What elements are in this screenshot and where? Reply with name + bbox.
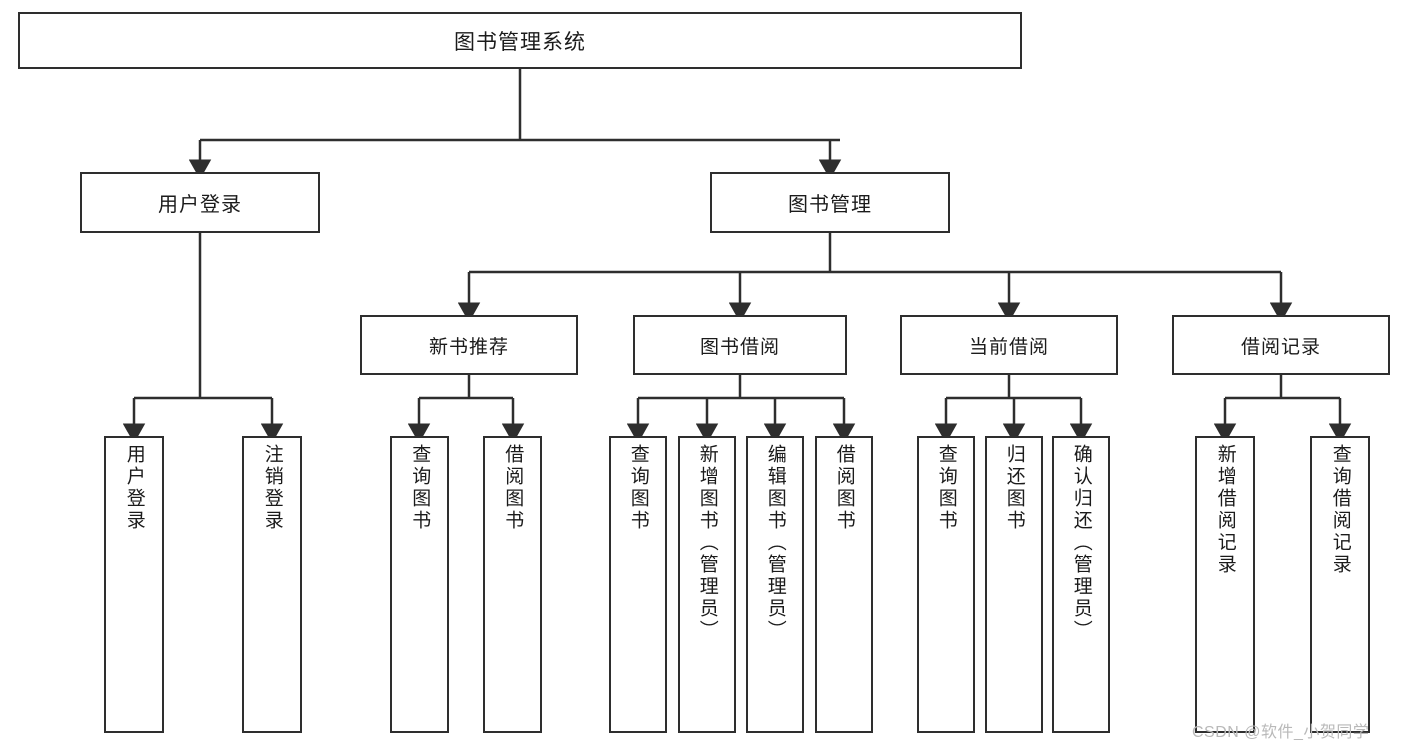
node-leaf-query-book-borrow[interactable]: 查询图书 [609,436,667,733]
node-label: 用户登录 [123,444,145,532]
node-label: 编辑图书（管理员） [764,444,786,642]
node-label: 归还图书 [1003,444,1025,532]
node-leaf-logout[interactable]: 注销登录 [242,436,302,733]
node-label: 新增图书（管理员） [696,444,718,642]
node-label: 当前借阅 [968,336,1049,358]
node-label: 借阅记录 [1240,336,1321,358]
node-label: 新增借阅记录 [1214,444,1236,576]
node-label: 新书推荐 [428,336,509,358]
csdn-watermark: CSDN @软件_小贺同学 [1192,724,1370,741]
node-leaf-add-borrow-record[interactable]: 新增借阅记录 [1195,436,1255,733]
node-level1-book-management[interactable]: 图书管理 [710,172,950,233]
node-leaf-edit-book-admin[interactable]: 编辑图书（管理员） [746,436,804,733]
node-label: 用户登录 [158,194,242,216]
node-label: 查询图书 [409,444,431,532]
node-level2-book-borrow[interactable]: 图书借阅 [633,315,847,375]
node-label: 确认归还（管理员） [1070,444,1092,642]
node-leaf-query-borrow-record[interactable]: 查询借阅记录 [1310,436,1370,733]
node-label: 注销登录 [261,444,283,532]
node-leaf-borrow-book-recommend[interactable]: 借阅图书 [483,436,542,733]
node-label: 查询图书 [627,444,649,532]
node-label: 借阅图书 [502,444,524,532]
node-label: 图书借阅 [699,336,780,358]
node-leaf-return-book[interactable]: 归还图书 [985,436,1043,733]
node-root[interactable]: 图书管理系统 [18,12,1022,69]
node-leaf-query-book-current[interactable]: 查询图书 [917,436,975,733]
node-leaf-user-login[interactable]: 用户登录 [104,436,164,733]
node-leaf-confirm-return-admin[interactable]: 确认归还（管理员） [1052,436,1110,733]
node-leaf-query-book-recommend[interactable]: 查询图书 [390,436,449,733]
node-level2-current-borrow[interactable]: 当前借阅 [900,315,1118,375]
node-leaf-add-book-admin[interactable]: 新增图书（管理员） [678,436,736,733]
node-leaf-borrow-book[interactable]: 借阅图书 [815,436,873,733]
node-label: 查询借阅记录 [1329,444,1351,576]
node-level2-new-book-recommend[interactable]: 新书推荐 [360,315,578,375]
node-label: 图书管理 [788,194,872,216]
node-root-label: 图书管理系统 [454,30,586,54]
node-level2-borrow-record[interactable]: 借阅记录 [1172,315,1390,375]
node-label: 借阅图书 [833,444,855,532]
node-level1-user-login[interactable]: 用户登录 [80,172,320,233]
node-label: 查询图书 [935,444,957,532]
